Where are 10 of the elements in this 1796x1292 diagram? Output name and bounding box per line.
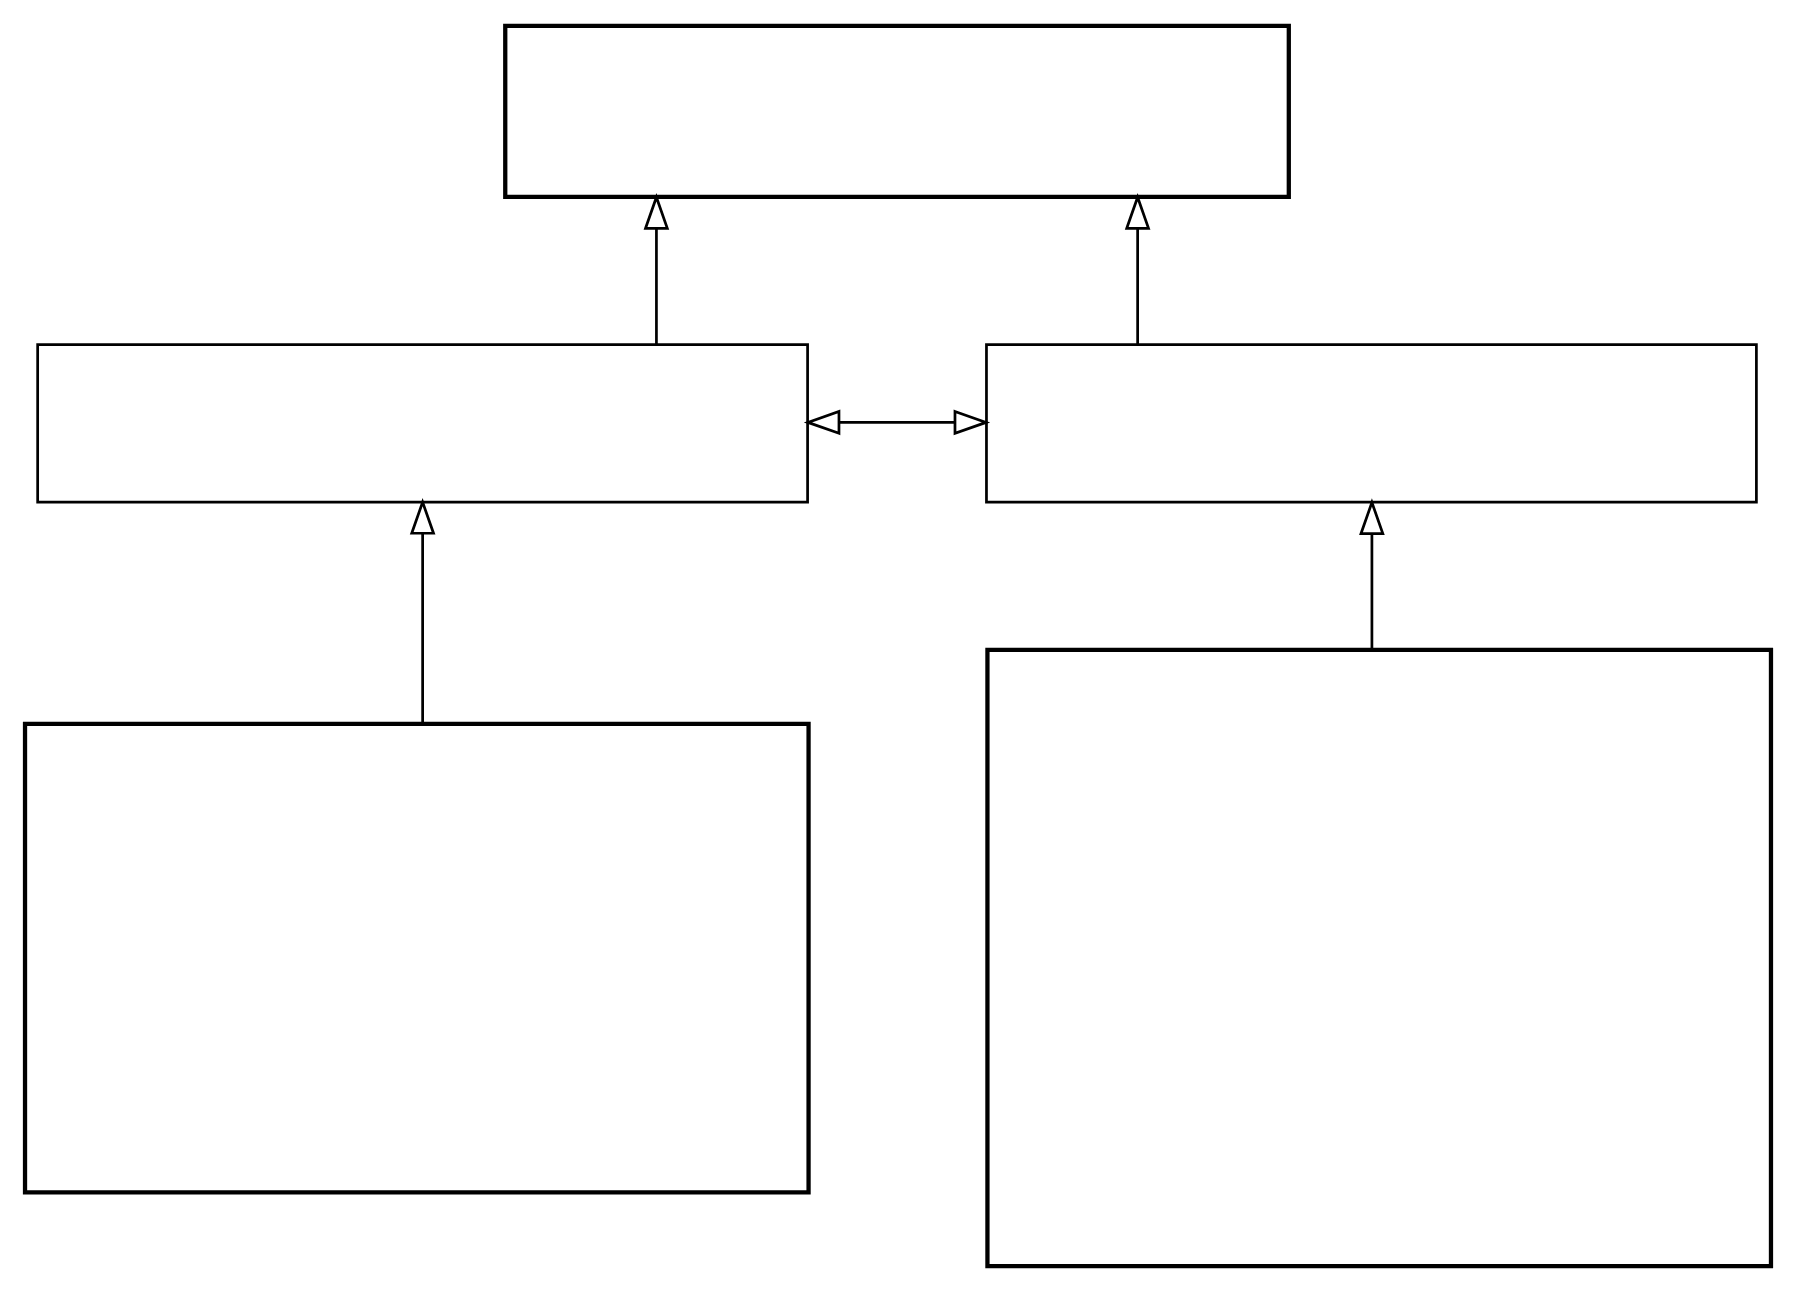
node-box — [985, 343, 1758, 504]
node-box — [22, 721, 811, 1195]
node-box — [503, 23, 1291, 199]
node-box — [985, 647, 1774, 1269]
arrow — [643, 193, 670, 345]
arrow — [1359, 498, 1385, 650]
arrow — [803, 409, 991, 436]
arrow — [1124, 193, 1151, 345]
node-box — [36, 343, 809, 504]
arrow — [409, 498, 436, 724]
